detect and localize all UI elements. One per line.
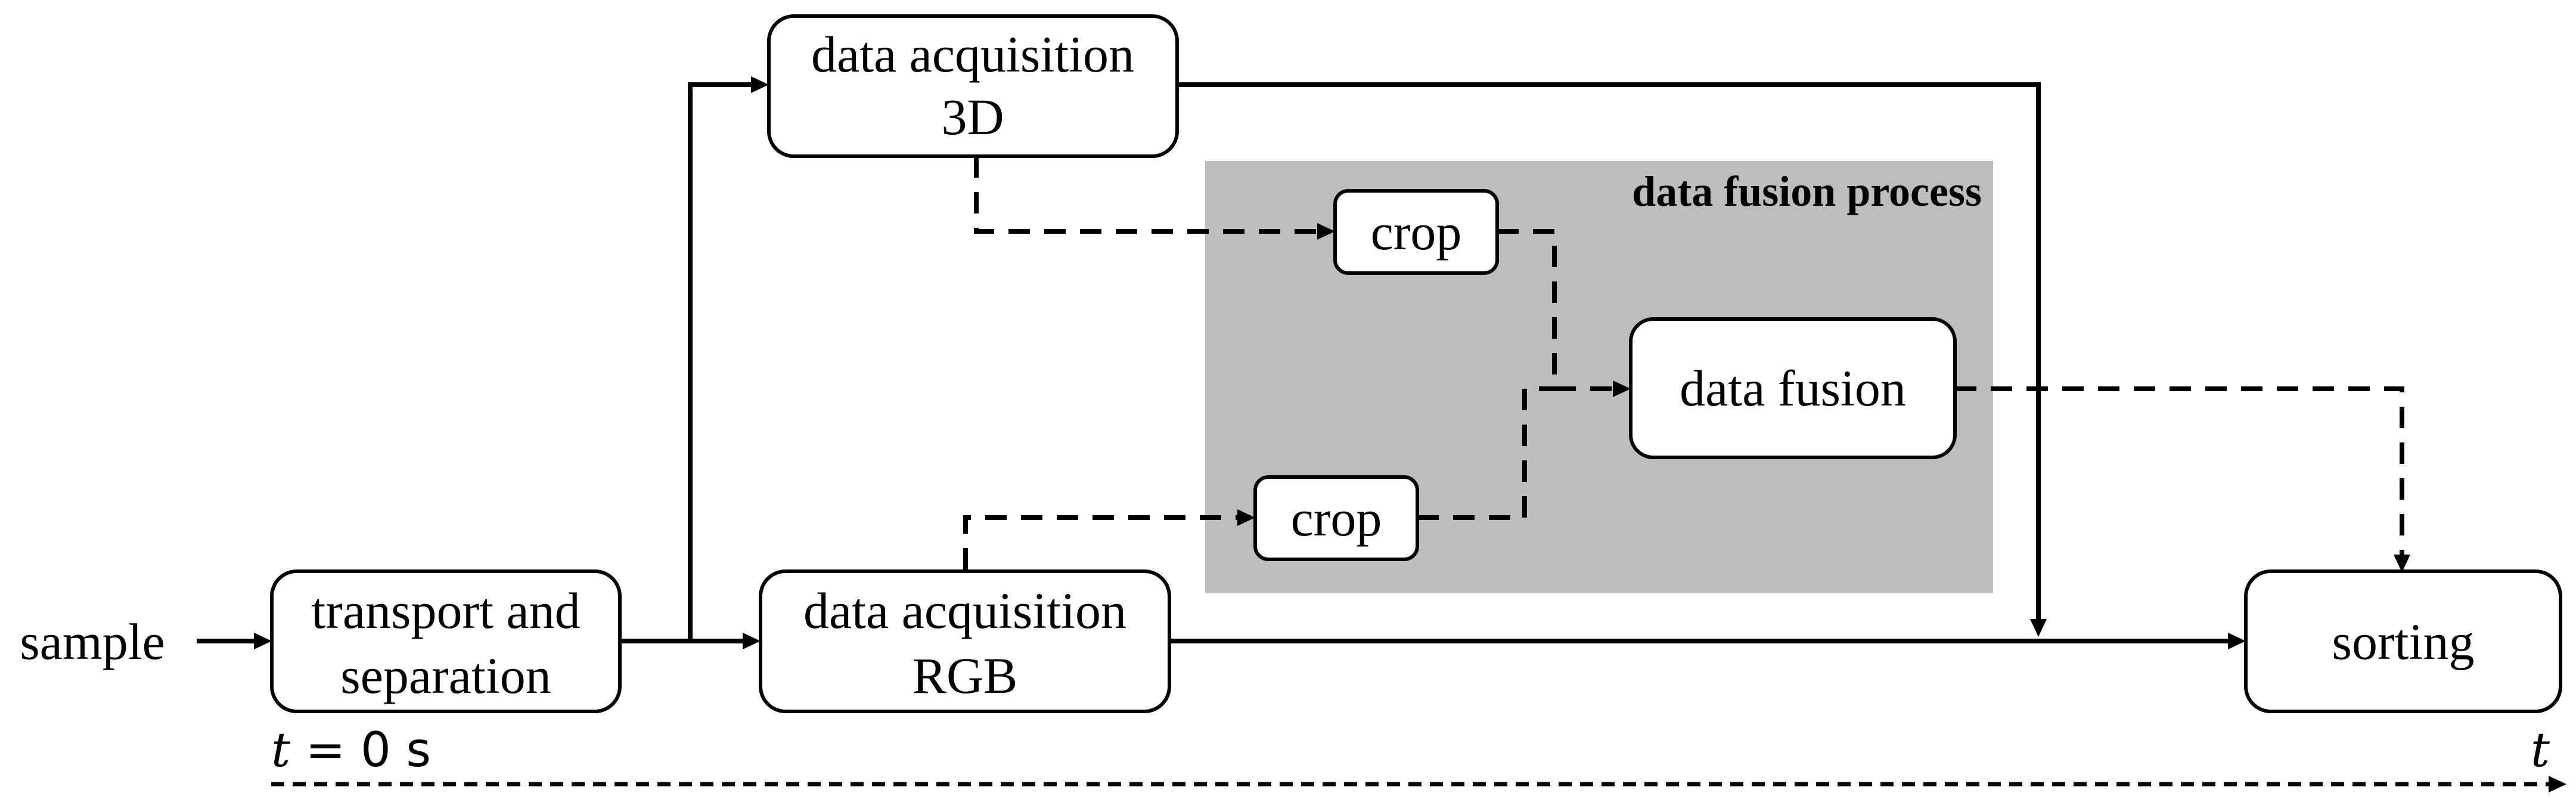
crop-top-label: crop bbox=[1371, 203, 1462, 261]
time-variable: t bbox=[271, 722, 291, 778]
node-crop-top: crop bbox=[1333, 189, 1499, 275]
arrow-3d-crop bbox=[974, 156, 1317, 234]
node-acquisition-3d: data acquisition 3D bbox=[767, 14, 1179, 158]
timeline: t = 0 s t bbox=[271, 722, 2566, 792]
arrow-3d-sorting bbox=[1177, 82, 2041, 621]
sample-label: sample bbox=[20, 613, 165, 670]
arrowhead bbox=[2394, 555, 2410, 572]
node-crop-bottom: crop bbox=[1253, 475, 1419, 561]
dashed-connectors bbox=[963, 156, 2410, 572]
crop-bottom-label: crop bbox=[1291, 490, 1382, 547]
node-label-line2: 3D bbox=[941, 88, 1004, 145]
arrowhead bbox=[743, 633, 761, 649]
node-transport: transport and separation bbox=[270, 569, 622, 713]
node-label-line1: transport and bbox=[311, 582, 580, 639]
arrowhead bbox=[751, 76, 769, 93]
timeline-start-label: t = 0 s bbox=[271, 722, 431, 778]
node-label-line2: separation bbox=[340, 647, 551, 704]
arrow-transport-3d bbox=[688, 82, 752, 641]
arrowhead bbox=[1613, 380, 1631, 397]
timeline-end-label: t bbox=[2531, 722, 2550, 778]
time-value: 0 s bbox=[361, 722, 431, 778]
timeline-arrowhead bbox=[2549, 776, 2566, 792]
arrowhead bbox=[1237, 509, 1255, 526]
node-label-line2: RGB bbox=[913, 647, 1018, 704]
node-data-fusion: data fusion bbox=[1629, 317, 1957, 459]
fusion-label: data fusion bbox=[1680, 360, 1906, 417]
sorting-label: sorting bbox=[2332, 613, 2475, 670]
arrow-rgb-crop bbox=[963, 515, 1239, 569]
node-acquisition-rgb: data acquisition RGB bbox=[759, 569, 1171, 713]
arrowhead bbox=[2030, 619, 2047, 637]
arrowhead bbox=[1317, 223, 1335, 240]
solid-connectors bbox=[197, 76, 2246, 649]
region-title: data fusion process bbox=[1632, 168, 1982, 215]
node-label-line1: data acquisition bbox=[811, 26, 1134, 83]
node-label-line1: data acquisition bbox=[803, 582, 1126, 639]
arrow-crop-bottom-fusion bbox=[1417, 386, 1559, 520]
arrowhead bbox=[2228, 633, 2246, 649]
time-equals: = bbox=[290, 722, 361, 778]
arrow-fusion-sorting bbox=[1955, 386, 2404, 555]
arrowhead bbox=[254, 633, 272, 649]
node-sorting: sorting bbox=[2244, 569, 2562, 713]
